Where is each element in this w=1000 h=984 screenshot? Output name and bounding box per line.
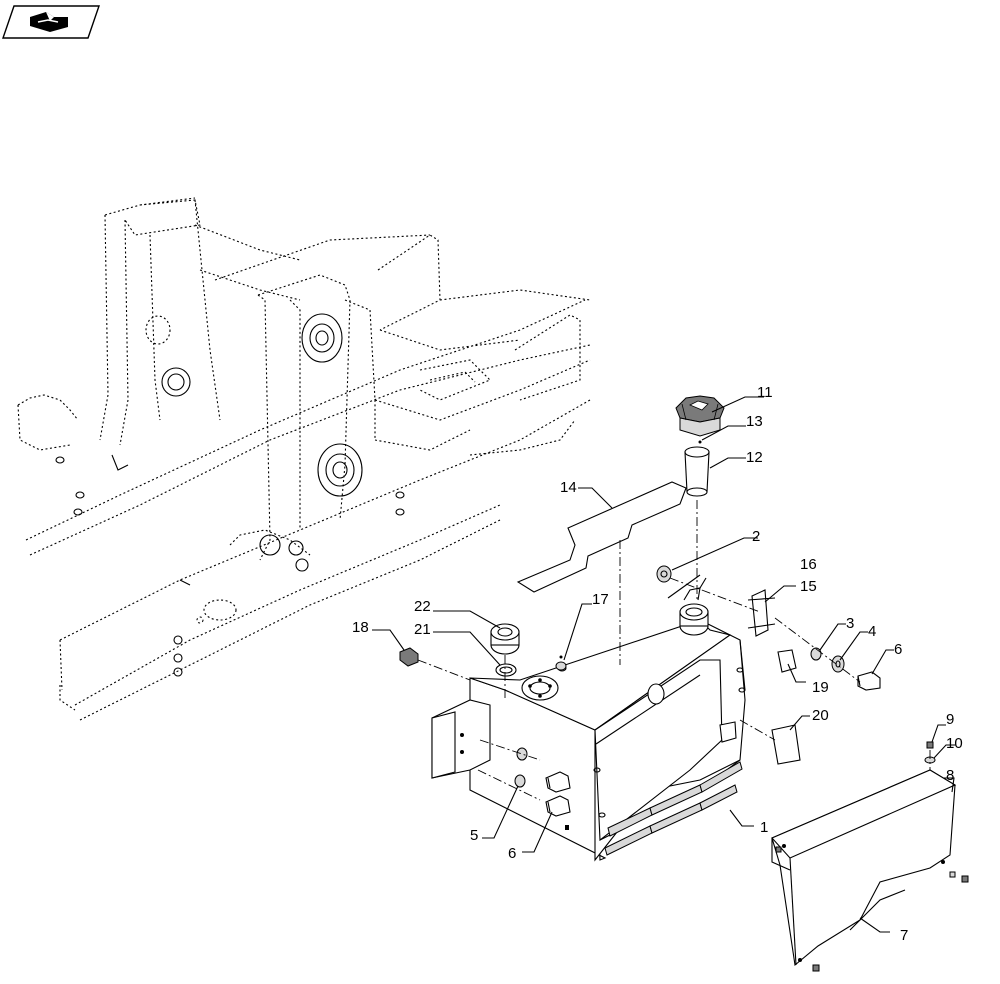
callout-8: 8 [946,767,954,784]
bolt-6-left[interactable] [545,795,571,817]
callout-20: 20 [812,707,829,724]
callout-5: 5 [470,827,478,844]
filler-tube[interactable] [684,440,710,497]
washer-5-upper[interactable] [516,747,528,761]
callout-13: 13 [746,413,763,430]
callout-6-left: 6 [508,845,516,862]
seal-21[interactable] [495,663,517,677]
callout-18: 18 [352,619,369,636]
callout-16: 16 [800,556,817,573]
callout-7: 7 [900,927,908,944]
callout-14: 14 [560,479,577,496]
callout-labels: 11 13 12 14 2 16 15 3 4 6 19 20 17 22 21… [352,384,963,944]
callout-9: 9 [946,711,954,728]
chassis-frame [17,197,591,721]
callout-10: 10 [946,735,963,752]
callout-12: 12 [746,449,763,466]
tank-gasket[interactable] [516,481,687,593]
bolt-6-upper[interactable] [545,771,571,793]
step-cover[interactable] [771,769,957,967]
callout-4: 4 [868,623,876,640]
plate-19[interactable] [777,649,797,673]
callout-17: 17 [592,591,609,608]
bracket-15-16[interactable] [747,589,776,637]
hardware-lower [775,846,969,972]
washer-4[interactable] [831,655,845,673]
bolt-6-right[interactable] [857,671,881,691]
assembly-lines [417,500,931,801]
callout-21: 21 [414,621,431,638]
washer-2[interactable] [656,565,672,583]
callout-22: 22 [414,598,431,615]
decal-20[interactable] [771,724,801,765]
filler-cap[interactable] [675,395,725,437]
callout-19: 19 [812,679,829,696]
callout-6-right: 6 [894,641,902,658]
cap-22[interactable] [490,623,520,655]
fitting-17[interactable] [555,655,567,671]
callout-2: 2 [752,528,760,545]
callout-1: 1 [760,819,768,836]
washer-3[interactable] [810,647,822,661]
bolt-9[interactable] [926,741,934,749]
washer-5[interactable] [514,774,526,788]
back-button[interactable] [2,5,100,39]
plug-18[interactable] [399,647,419,667]
callout-15: 15 [800,578,817,595]
callout-3: 3 [846,615,854,632]
callout-11: 11 [757,384,773,401]
fuel-tank[interactable] [431,574,746,862]
back-arrow-icon [30,12,68,32]
leader-lines [372,396,956,933]
